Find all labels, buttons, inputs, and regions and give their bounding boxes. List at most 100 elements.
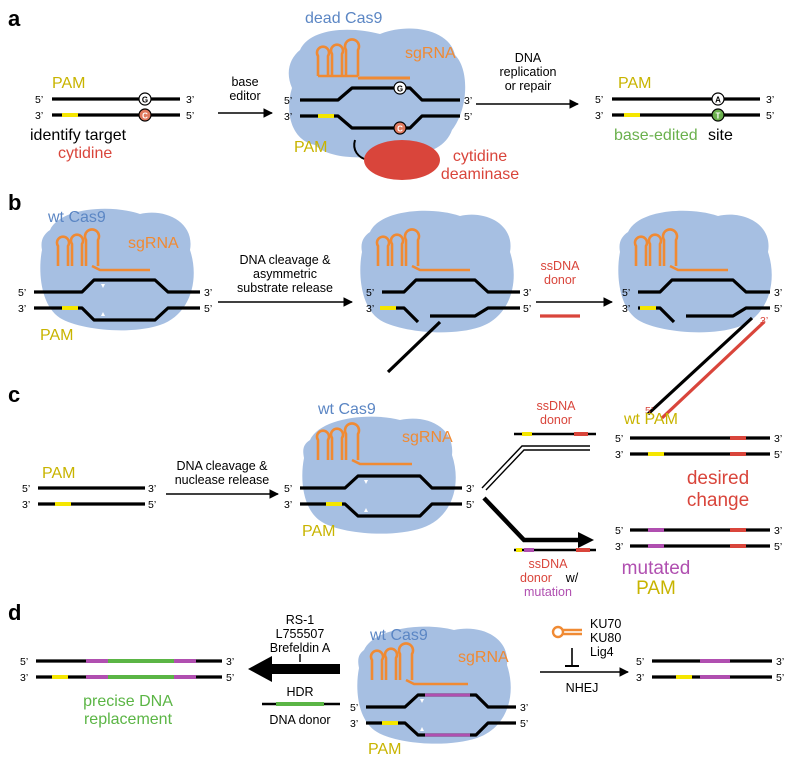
- drug-label: RS-1: [286, 613, 315, 627]
- arrow-mutated-repair: [482, 496, 580, 543]
- sgrna-label: sgRNA: [405, 45, 456, 62]
- panel-d-nhej-product: 5’ 3’ 3’ 5’: [636, 656, 784, 684]
- released-strand: [646, 316, 754, 416]
- cas9-protein: [360, 210, 514, 333]
- desired-change-label: change: [687, 490, 749, 511]
- cut-site-icon: [420, 727, 424, 731]
- nucleotide-g: G: [142, 96, 148, 105]
- end-label: 5’: [148, 499, 156, 511]
- end-label: 5’: [466, 499, 474, 511]
- replication-label: DNA: [515, 51, 542, 65]
- nucleotide-t: T: [716, 112, 721, 121]
- panel-a-edited-dna: 5’ 3’ 3’ 5’ A T PAM base-edited site: [595, 75, 774, 144]
- panel-c: c PAM 5’ 3’ 3’ 5’ DNA cleavage & nucleas…: [8, 382, 782, 599]
- base-editor-label: editor: [229, 89, 260, 103]
- pam-site: [380, 306, 396, 310]
- cytidine-label: cytidine: [58, 145, 112, 162]
- sgrna-label: sgRNA: [402, 429, 453, 446]
- end-label: 3’: [615, 449, 623, 461]
- end-label: 3’: [636, 672, 644, 684]
- panel-b-label: b: [8, 190, 21, 215]
- end-label: 3’: [622, 303, 630, 315]
- end-label: 3’: [20, 672, 28, 684]
- pam-site: [62, 306, 78, 310]
- guanine-marker: [393, 81, 407, 95]
- end-label: 5’: [774, 541, 782, 553]
- end-label: 3’: [350, 718, 358, 730]
- panel-c-mutated-result: 5’ 3’ 3’ 5’ mutated PAM: [615, 525, 782, 599]
- panel-d: d 5’ 3’ 3’ 5’ precise DNA replacement RS…: [8, 600, 784, 758]
- replication-label: or repair: [505, 79, 552, 93]
- base-edited-label: base-edited: [614, 127, 698, 144]
- pam-label: PAM: [42, 465, 75, 482]
- precise-replacement-label: replacement: [84, 711, 173, 728]
- panel-d-label: d: [8, 600, 21, 625]
- ssdna-donor-label: donor: [540, 413, 572, 427]
- wt-cas9-label: wt Cas9: [317, 401, 376, 418]
- hdr-label: HDR: [286, 685, 313, 699]
- pam-site: [55, 502, 71, 506]
- end-label: 5’: [615, 433, 623, 445]
- ku80-label: KU80: [590, 631, 621, 645]
- end-label: 3’: [615, 541, 623, 553]
- ssdna-donor-label: donor: [520, 571, 552, 585]
- end-label: 5’: [645, 405, 653, 417]
- end-label: 5’: [774, 303, 782, 315]
- panel-c-wt-result: wt PAM 5’ 3’ 3’ 5’ desired change: [615, 411, 782, 511]
- end-label: 3’: [520, 702, 528, 714]
- inhibitor-rna-icon: [551, 625, 582, 639]
- cleavage-label: nuclease release: [175, 473, 270, 487]
- end-label: 3’: [776, 656, 784, 668]
- end-label: 5’: [226, 672, 234, 684]
- cleavage-label: DNA cleavage &: [176, 459, 268, 473]
- pam-label: PAM: [368, 741, 401, 758]
- end-label: 5’: [20, 656, 28, 668]
- thymine-marker: [711, 108, 725, 122]
- precise-replacement-label: precise DNA: [83, 693, 173, 710]
- pam-site: [62, 113, 78, 117]
- pam-label: PAM: [40, 327, 73, 344]
- end-label: 5’: [636, 656, 644, 668]
- end-label: 3’: [148, 483, 156, 495]
- nucleotide-c: C: [142, 112, 148, 121]
- end-label: 3’: [284, 499, 292, 511]
- mutated-pam-label: mutated: [622, 558, 691, 579]
- cleavage-label: substrate release: [237, 281, 333, 295]
- dead-cas9-label: dead Cas9: [305, 10, 382, 27]
- released-strand: [386, 320, 442, 374]
- guanine-marker: [138, 92, 152, 106]
- ssdna-donor-label: ssDNA: [537, 399, 577, 413]
- end-label: 3’: [204, 287, 212, 299]
- panel-c-cas9: wt Cas9 sgRNA 5’ 3’ 3’ 5’ PAM: [284, 401, 474, 540]
- drug-label: L755507: [276, 627, 325, 641]
- end-label: 5’: [186, 110, 194, 122]
- dna-donor-label: DNA donor: [269, 713, 330, 727]
- panel-b: b wt Cas9 sgRNA 5’ 3’ 3’ 5’ PAM DNA clea…: [8, 190, 782, 420]
- deaminase-label: deaminase: [441, 166, 519, 183]
- adenine-marker: [711, 92, 725, 106]
- end-label: 3’: [464, 95, 472, 107]
- wt-cas9-label: wt Cas9: [369, 627, 428, 644]
- end-label: 5’: [464, 111, 472, 123]
- end-label: 3’: [766, 94, 774, 106]
- end-label: 5’: [776, 672, 784, 684]
- panel-c-label: c: [8, 382, 20, 407]
- site-label: site: [708, 127, 733, 144]
- desired-change-label: desired: [687, 468, 749, 489]
- panel-b-cas9-right: 5’ 3’ 3’ 5’ 3’ 5’: [618, 210, 782, 420]
- end-label: 5’: [204, 303, 212, 315]
- end-label: 3’: [226, 656, 234, 668]
- end-label: 3’: [35, 110, 43, 122]
- end-label: 5’: [35, 94, 43, 106]
- wt-cas9-label: wt Cas9: [47, 209, 106, 226]
- mutation-label: mutation: [524, 585, 572, 599]
- panel-d-hdr-product: 5’ 3’ 3’ 5’ precise DNA replacement: [20, 656, 234, 728]
- mutated-pam-label: PAM: [636, 578, 676, 599]
- end-label: 5’: [18, 287, 26, 299]
- cleavage-label: asymmetric: [253, 267, 317, 281]
- end-label: 3’: [186, 94, 194, 106]
- end-label: 5’: [366, 287, 374, 299]
- nucleotide-g: G: [397, 85, 403, 94]
- cleavage-label: DNA cleavage &: [239, 253, 331, 267]
